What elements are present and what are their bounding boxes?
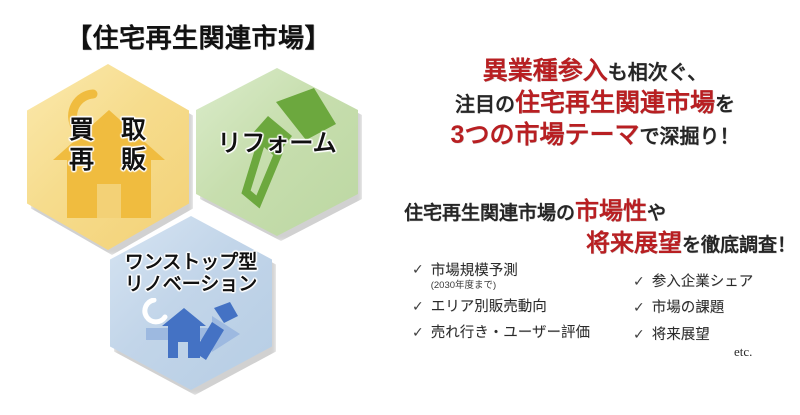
checklist-right-column: ✓ 参入企業シェア ✓ 市場の課題 ✓ 将来展望 [633,274,753,351]
etc-label: etc. [734,344,753,359]
checklist-left-column: ✓ 市場規模予測 (2030年度まで) ✓ エリア別販売動向 ✓ 売れ行き・ユー… [412,262,590,350]
check-icon: ✓ [633,326,645,343]
check-icon: ✓ [633,274,645,290]
headline-red-2: 住宅再生関連市場 [514,89,715,117]
checklist-item-subtext: (2030年度まで) [430,280,497,292]
checklist-item[interactable]: ✓ 将来展望 [633,327,753,344]
subheadline-line-1: 住宅再生関連市場の市場性や [404,196,796,228]
check-icon: ✓ [633,300,645,317]
subheadline-red-1: 市場性 [575,198,648,225]
page-title: 【住宅再生関連市場】 [66,23,332,53]
checklist-item-label: 市場規模予測 [430,263,518,279]
checklist-item-label: 売れ行き・ユーザー評価 [430,325,590,342]
subheadline-block: 住宅再生関連市場の市場性や 将来展望を徹底調査！ [404,196,796,261]
check-icon: ✓ [412,262,424,278]
checklist-item[interactable]: ✓ 売れ行き・ユーザー評価 [412,325,590,342]
checklist-item-label: 市場の課題 [651,300,725,317]
check-icon: ✓ [412,298,424,315]
headline-line-1: 異業種参入も相次ぐ、 [390,55,800,87]
headline-black-2b: を [715,94,735,116]
checklist-item[interactable]: ✓ 市場規模予測 (2030年度まで) [412,262,590,292]
check-icon: ✓ [412,325,424,342]
checklist-item[interactable]: ✓ 参入企業シェア [633,274,753,291]
hex-shape-blue [110,216,272,390]
subheadline-line-2: 将来展望を徹底調査！ [404,228,796,260]
headline-black-2a: 注目の [454,94,515,116]
headline-red-3: 3つの市場テーマ [450,121,640,149]
checklist-item[interactable]: ✓ 市場の課題 [633,300,753,317]
headline-black-1: も相次ぐ、 [607,62,708,84]
headline-line-3: 3つの市場テーマで深掘り！ [390,119,800,151]
headline-block: 異業種参入も相次ぐ、 注目の住宅再生関連市場を 3つの市場テーマで深掘り！ [390,55,800,151]
headline-line-2: 注目の住宅再生関連市場を [390,87,800,119]
hex-card-onestop-renovation[interactable]: ワンストップ型 リノベーション [110,216,276,395]
checklist-item-body: 市場規模予測 (2030年度まで) [431,262,518,292]
checklist-item-label: エリア別販売動向 [430,298,547,315]
hex-card-reform[interactable]: リフォーム [196,68,362,241]
headline-black-3: で深掘り！ [639,126,740,148]
subheadline-black-1a: 住宅再生関連市場の [404,203,576,224]
subheadline-black-1b: や [647,203,667,224]
checklist-item-label: 将来展望 [651,326,710,343]
subheadline-red-2: 将来展望 [585,230,682,258]
checklist-item[interactable]: ✓ エリア別販売動向 [412,299,590,316]
checklist-item-label: 参入企業シェア [651,274,754,290]
headline-red-1: 異業種参入 [482,57,608,85]
subheadline-black-2: を徹底調査！ [681,235,796,257]
